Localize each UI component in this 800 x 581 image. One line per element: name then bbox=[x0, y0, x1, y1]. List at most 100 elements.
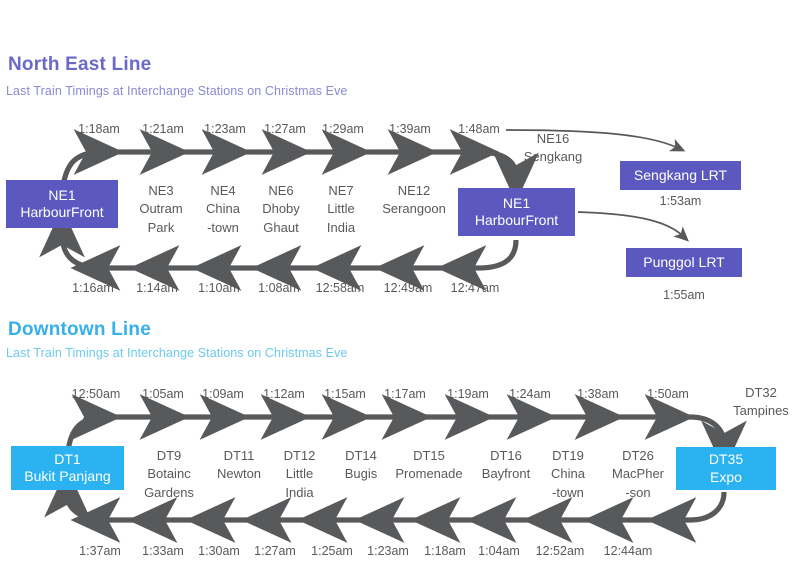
nel-time-top-4: 1:27am bbox=[264, 122, 306, 136]
nel-time-top-7: 1:48am bbox=[458, 122, 500, 136]
dtl-station-dt19-name: China bbox=[551, 466, 585, 482]
nel-terminus-left-name: HarbourFront bbox=[20, 204, 104, 220]
dtl-time-top-4: 1:12am bbox=[263, 387, 305, 401]
dtl-station-dt26-code: DT26 bbox=[622, 448, 654, 463]
nel-terminus-right-code: NE1 bbox=[502, 194, 531, 211]
dtl-time-bottom-9: 12:52am bbox=[535, 544, 585, 558]
dtl-station-dt11: DT11 Newton bbox=[206, 447, 272, 484]
dtl-time-top-8: 1:24am bbox=[509, 387, 551, 401]
dtl-station-dt12: DT12 Little India bbox=[272, 447, 327, 502]
dtl-station-dt15: DT15 Promenade bbox=[387, 447, 471, 484]
nel-time-bottom-6: 12:49am bbox=[383, 281, 433, 295]
dtl-station-dt12-code: DT12 bbox=[283, 448, 316, 463]
dtl-station-dt9-name2: Gardens bbox=[144, 484, 194, 500]
nel-station-ne12-name: Serangoon bbox=[382, 201, 446, 217]
nel-time-bottom-3: 1:10am bbox=[198, 281, 240, 295]
dtl-station-dt14: DT14 Bugis bbox=[333, 447, 389, 484]
dtl-terminus-left-code: DT1 bbox=[54, 450, 81, 467]
nel-branch-code: NE16 bbox=[536, 131, 570, 146]
north-east-line-subtitle: Last Train Timings at Interchange Statio… bbox=[6, 84, 348, 98]
nel-station-ne12-code: NE12 bbox=[397, 183, 431, 198]
dtl-time-bottom-1: 1:37am bbox=[79, 544, 121, 558]
nel-station-ne3-name: Outram bbox=[139, 201, 183, 217]
nel-terminus-right-name: HarbourFront bbox=[474, 212, 559, 228]
nel-time-top-1: 1:18am bbox=[78, 122, 120, 136]
nel-station-ne4-code: NE4 bbox=[210, 183, 236, 198]
sengkang-lrt-time: 1:53am bbox=[659, 194, 702, 208]
dtl-time-top-2: 1:05am bbox=[142, 387, 184, 401]
dtl-time-bottom-4: 1:27am bbox=[254, 544, 296, 558]
dtl-time-bottom-10: 12:44am bbox=[603, 544, 653, 558]
dtl-station-dt26-name2: -son bbox=[625, 484, 651, 500]
dtl-time-bottom-8: 1:04am bbox=[478, 544, 520, 558]
dtl-time-bottom-5: 1:25am bbox=[311, 544, 353, 558]
dtl-time-top-5: 1:15am bbox=[324, 387, 366, 401]
nel-station-ne7: NE7 Little India bbox=[312, 182, 370, 237]
nel-time-top-5: 1:29am bbox=[322, 122, 364, 136]
dtl-time-top-3: 1:09am bbox=[202, 387, 244, 401]
nel-time-bottom-4: 1:08am bbox=[258, 281, 300, 295]
nel-branch-label: NE16 Sengkang bbox=[505, 130, 601, 167]
dtl-terminus-right-name: Expo bbox=[710, 468, 742, 485]
nel-time-top-3: 1:23am bbox=[204, 122, 246, 136]
dtl-station-dt9-code: DT9 bbox=[156, 448, 182, 463]
dtl-terminus-left-box[interactable]: DT1 Bukit Panjang bbox=[11, 446, 124, 490]
dtl-branch-name: Tampines bbox=[733, 403, 789, 419]
nel-station-ne4-name2: -town bbox=[207, 219, 239, 235]
nel-station-ne7-code: NE7 bbox=[328, 183, 354, 198]
dtl-station-dt11-code: DT11 bbox=[223, 448, 255, 463]
dtl-station-dt19-name2: -town bbox=[552, 484, 584, 500]
dtl-station-dt15-code: DT15 bbox=[413, 448, 445, 463]
dtl-time-top-9: 1:38am bbox=[577, 387, 619, 401]
dtl-station-dt9: DT9 Botainc Gardens bbox=[133, 447, 205, 502]
punggol-lrt-label: Punggol LRT bbox=[643, 253, 725, 270]
dtl-time-top-7: 1:19am bbox=[447, 387, 489, 401]
dtl-terminus-left-name: Bukit Panjang bbox=[24, 468, 111, 484]
dtl-station-dt12-name: Little bbox=[285, 466, 314, 482]
nel-terminus-left-box[interactable]: NE1 HarbourFront bbox=[6, 180, 118, 228]
dtl-branch-label: DT32 Tampines bbox=[722, 384, 800, 421]
nel-time-bottom-7: 12:47am bbox=[450, 281, 500, 295]
nel-station-ne6-code: NE6 bbox=[268, 183, 294, 198]
dtl-station-dt9-name: Botainc bbox=[147, 466, 191, 482]
nel-station-ne7-name2: India bbox=[326, 219, 356, 235]
nel-station-ne7-name: Little bbox=[327, 201, 355, 217]
nel-station-ne6-name2: Ghaut bbox=[263, 219, 299, 235]
punggol-lrt-box[interactable]: Punggol LRT bbox=[626, 248, 742, 277]
dtl-station-dt14-code: DT14 bbox=[345, 448, 377, 463]
dtl-station-dt19: DT19 China -town bbox=[538, 447, 598, 502]
nel-time-bottom-1: 1:16am bbox=[72, 281, 114, 295]
dtl-time-bottom-3: 1:30am bbox=[198, 544, 240, 558]
nel-station-ne4-name: China bbox=[206, 201, 240, 217]
dtl-station-dt26-name: MacPher bbox=[611, 466, 665, 482]
nel-time-top-2: 1:21am bbox=[142, 122, 184, 136]
nel-time-bottom-2: 1:14am bbox=[136, 281, 178, 295]
dtl-terminus-right-code: DT35 bbox=[708, 451, 744, 468]
dtl-station-dt12-name2: India bbox=[285, 484, 314, 500]
nel-time-top-6: 1:39am bbox=[389, 122, 431, 136]
dtl-terminus-right-box[interactable]: DT35 Expo bbox=[676, 447, 776, 490]
nel-time-bottom-5: 12:58am bbox=[315, 281, 365, 295]
dtl-time-top-6: 1:17am bbox=[384, 387, 426, 401]
sengkang-lrt-box[interactable]: Sengkang LRT bbox=[620, 161, 741, 190]
dtl-station-dt14-name: Bugis bbox=[344, 466, 378, 482]
punggol-lrt-time: 1:55am bbox=[663, 288, 705, 302]
nel-branch-name: Sengkang bbox=[523, 149, 583, 165]
nel-terminus-right-box[interactable]: NE1 HarbourFront bbox=[458, 188, 575, 236]
nel-station-ne3: NE3 Outram Park bbox=[130, 182, 192, 237]
dtl-station-dt16-name: Bayfront bbox=[481, 466, 531, 482]
dtl-time-bottom-6: 1:23am bbox=[367, 544, 409, 558]
dtl-time-top-10: 1:50am bbox=[647, 387, 689, 401]
dtl-branch-code: DT32 bbox=[745, 385, 777, 400]
dtl-time-bottom-7: 1:18am bbox=[424, 544, 466, 558]
nel-terminus-left-code: NE1 bbox=[48, 186, 76, 203]
downtown-line-subtitle: Last Train Timings at Interchange Statio… bbox=[6, 346, 348, 360]
north-east-line-title: North East Line bbox=[8, 54, 152, 75]
dtl-station-dt11-name: Newton bbox=[216, 466, 262, 482]
dtl-station-dt15-name: Promenade bbox=[395, 466, 463, 482]
dtl-time-bottom-2: 1:33am bbox=[142, 544, 184, 558]
nel-station-ne3-code: NE3 bbox=[148, 183, 174, 198]
dtl-station-dt19-code: DT19 bbox=[552, 448, 584, 463]
dtl-station-dt16-code: DT16 bbox=[490, 448, 522, 463]
